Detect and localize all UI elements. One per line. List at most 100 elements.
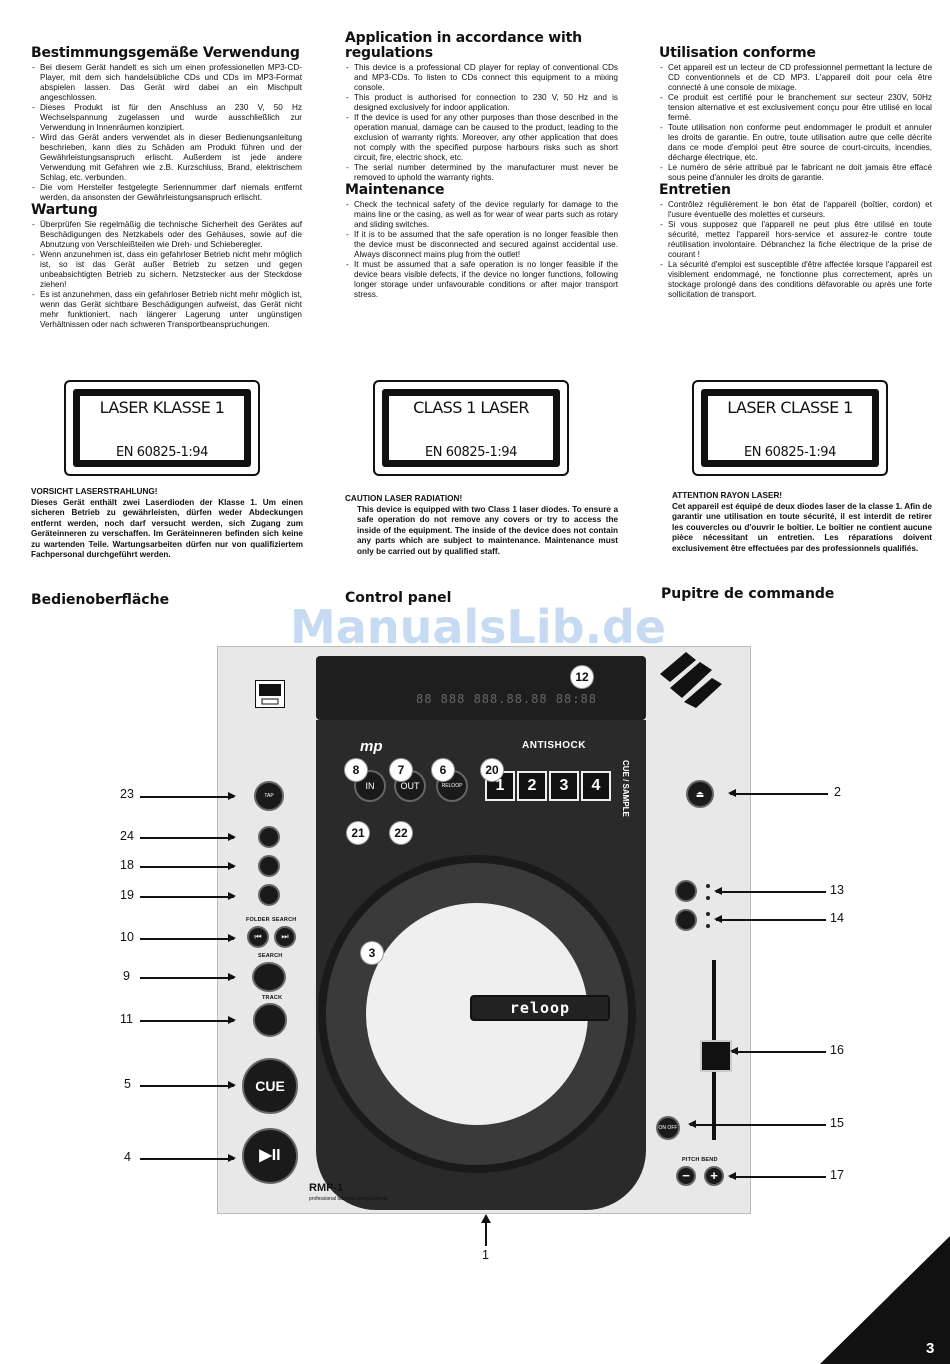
callout-arrow: [140, 1155, 236, 1161]
column-en: Application in accordance with regulatio…: [345, 31, 618, 300]
sample-button-3[interactable]: 3: [549, 771, 579, 801]
callout-arrow: [730, 1048, 826, 1054]
callout-9: 9: [123, 969, 130, 983]
list-item: La sécurité d'emploi est susceptible d'ê…: [659, 260, 932, 300]
caution-body: Cet appareil est équipé de deux diodes l…: [672, 501, 932, 553]
list-en-maintenance: Check the technical safety of the device…: [345, 200, 618, 300]
panel-heading-de: Bedienoberfläche: [31, 592, 170, 608]
button-24[interactable]: [258, 826, 280, 848]
badge-7: 7: [389, 758, 413, 782]
sample-button-2[interactable]: 2: [517, 771, 547, 801]
cd-text-logo: [255, 680, 285, 708]
tap-button[interactable]: TAP: [254, 781, 284, 811]
list-item: Wenn anzunehmen ist, dass ein gefahrlose…: [31, 250, 302, 290]
led-indicator: [706, 912, 710, 916]
laser-standard-text: EN 60825-1:94: [743, 445, 837, 460]
badge-6: 6: [431, 758, 455, 782]
callout-10: 10: [120, 930, 134, 944]
model-label: RMP-1: [309, 1182, 344, 1194]
list-item: If the device is used for any other purp…: [345, 113, 618, 163]
pitch-onoff-button[interactable]: ON OFF: [656, 1116, 680, 1140]
callout-arrow: [714, 916, 826, 922]
laser-standard-text: EN 60825-1:94: [115, 445, 209, 460]
led-indicator: [706, 896, 710, 900]
callout-2: 2: [834, 785, 841, 799]
heading-fr-usage: Utilisation conforme: [659, 45, 816, 61]
caution-heading: VORSICHT LASERSTRAHLUNG!: [31, 487, 158, 496]
list-item: Ce produit est certifié pour le branchem…: [659, 93, 932, 123]
button-13[interactable]: [675, 880, 697, 902]
search-knob[interactable]: [252, 962, 286, 992]
caution-fr: ATTENTION RAYON LASER! Cet appareil est …: [672, 491, 932, 554]
callout-23: 23: [120, 787, 134, 801]
heading-de-usage: Bestimmungsgemäße Verwendung: [31, 45, 300, 61]
column-de: Bestimmungsgemäße Verwendung Bei diesem …: [31, 46, 302, 330]
laser-label-en: CLASS 1 LASER EN 60825-1:94: [373, 380, 569, 476]
list-item: Contrôlez régulièrement le bon état de l…: [659, 200, 932, 220]
cue-button[interactable]: CUE: [242, 1058, 298, 1114]
list-item: Si vous supposez que l'appareil ne peut …: [659, 220, 932, 260]
model-sub-label: professional tabletop cd/mp3 player: [309, 1196, 388, 1202]
list-de-usage: Bei diesem Gerät handelt es sich um eine…: [31, 63, 302, 203]
list-item: Dieses Produkt ist für den Anschluss an …: [31, 103, 302, 133]
callout-15: 15: [830, 1116, 844, 1130]
list-item: Cet appareil est un lecteur de CD profes…: [659, 63, 932, 93]
callout-arrow: [140, 935, 236, 941]
callout-arrow: [140, 1082, 236, 1088]
eject-button[interactable]: ⏏: [686, 780, 714, 808]
pitch-bend-label: PITCH BEND: [682, 1157, 718, 1163]
caution-body: Dieses Gerät enthält zwei Laserdioden de…: [31, 497, 303, 560]
lcd-digits: 88 888 888.88.88 88:88: [416, 692, 597, 706]
antishock-label: ANTISHOCK: [522, 740, 586, 751]
led-indicator: [706, 884, 710, 888]
button-14[interactable]: [675, 909, 697, 931]
callout-arrow: [140, 974, 236, 980]
badge-21: 21: [346, 821, 370, 845]
heading-de-maintenance: Wartung: [31, 202, 98, 218]
search-knob-label: SEARCH: [258, 953, 283, 959]
callout-arrow: [714, 888, 826, 894]
list-item: Bei diesem Gerät handelt es sich um eine…: [31, 63, 302, 103]
column-fr: Utilisation conforme Cet appareil est un…: [659, 46, 932, 300]
list-item: This device is a professional CD player …: [345, 63, 618, 93]
reloop-logo: reloop: [470, 995, 610, 1021]
caution-en: CAUTION LASER RADIATION! This device is …: [345, 494, 618, 557]
callout-arrow-up: [485, 1216, 487, 1246]
list-item: It must be assumed that a safe operation…: [345, 260, 618, 300]
button-19[interactable]: [258, 884, 280, 906]
list-de-maintenance: Überprüfen Sie regelmäßig die technische…: [31, 220, 302, 330]
sample-button-4[interactable]: 4: [581, 771, 611, 801]
pitch-bend-plus-button[interactable]: +: [704, 1166, 724, 1186]
folder-next-button[interactable]: ⏭: [274, 926, 296, 948]
track-label: TRACK: [262, 995, 283, 1001]
laser-class-text: LASER KLASSE 1: [99, 398, 225, 417]
laser-label-fr: LASER CLASSE 1 EN 60825-1:94: [692, 380, 888, 476]
laser-standard-text: EN 60825-1:94: [424, 445, 518, 460]
badge-3: 3: [360, 941, 384, 965]
callout-19: 19: [120, 888, 134, 902]
pitch-bend-minus-button[interactable]: −: [676, 1166, 696, 1186]
pitch-slider-knob[interactable]: [700, 1040, 732, 1072]
heading-fr-maintenance: Entretien: [659, 182, 731, 198]
list-item: Wird das Gerät anders verwendet als in d…: [31, 133, 302, 183]
callout-arrow: [728, 790, 828, 796]
heading-en-usage: Application in accordance with regulatio…: [345, 30, 582, 61]
track-knob[interactable]: [253, 1003, 287, 1037]
callout-13: 13: [830, 883, 844, 897]
callout-17: 17: [830, 1168, 844, 1182]
page-corner: [820, 1236, 950, 1364]
callout-14: 14: [830, 911, 844, 925]
play-pause-button[interactable]: ▶II: [242, 1128, 298, 1184]
lcd-display: 88 888 888.88.88 88:88: [316, 656, 646, 720]
callout-arrow: [140, 834, 236, 840]
callout-arrow: [140, 893, 236, 899]
button-18[interactable]: [258, 855, 280, 877]
callout-arrow: [140, 793, 236, 799]
brand-emblem-icon: [660, 652, 722, 713]
panel-heading-fr: Pupitre de commande: [661, 586, 835, 602]
laser-class-text: CLASS 1 LASER: [413, 398, 529, 417]
callout-arrow: [688, 1121, 826, 1127]
folder-prev-button[interactable]: ⏮: [247, 926, 269, 948]
caution-body: This device is equipped with two Class 1…: [357, 504, 618, 556]
callout-4: 4: [124, 1150, 131, 1164]
